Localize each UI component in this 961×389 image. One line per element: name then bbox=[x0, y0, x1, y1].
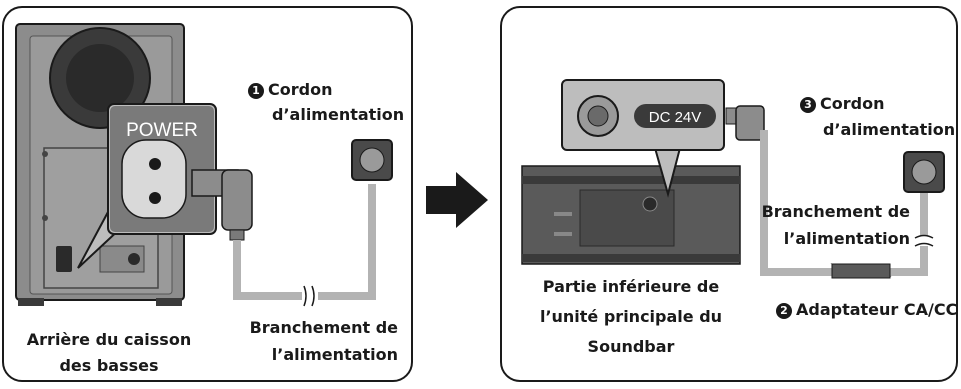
number-badge-2: 2 bbox=[776, 303, 792, 319]
dc-label: DC 24V bbox=[649, 109, 702, 126]
wall-outlet-icon bbox=[903, 151, 945, 193]
soundbar-label: Partie inférieure de bbox=[542, 277, 720, 296]
subwoofer-power-plug bbox=[191, 169, 253, 241]
subwoofer-label: Arrière du caisson bbox=[26, 330, 192, 349]
soundbar-body bbox=[521, 165, 741, 265]
branch-label-left-line2: l’alimentation bbox=[271, 345, 398, 364]
cable-break-icon bbox=[914, 234, 934, 247]
number-badge-3: 3 bbox=[800, 97, 816, 113]
number-badge-1: 1 bbox=[248, 83, 264, 99]
branch-label-right-line2: l’alimentation bbox=[783, 229, 910, 248]
cord-label-1-line2: d’alimentation bbox=[272, 105, 405, 124]
dc-plug bbox=[725, 105, 765, 141]
power-label: POWER bbox=[126, 120, 198, 141]
branch-label-right: Branchement de bbox=[761, 202, 910, 221]
branch-label-left: Branchement de bbox=[249, 318, 398, 337]
cord-label-3-line2: d’alimentation bbox=[823, 120, 956, 139]
wall-outlet-icon bbox=[351, 139, 393, 181]
dc-zoom-callout bbox=[561, 79, 725, 198]
cable-break-icon bbox=[303, 285, 315, 307]
soundbar-label-line2: l’unité principale du bbox=[539, 307, 723, 326]
subwoofer-rear-plate bbox=[42, 147, 159, 289]
power-zoom-callout bbox=[77, 103, 217, 269]
adapter-icon bbox=[830, 263, 892, 279]
subwoofer-label-line2: des basses bbox=[59, 356, 159, 375]
soundbar-label-line3: Soundbar bbox=[587, 337, 675, 356]
arrow-right-icon bbox=[426, 172, 488, 228]
